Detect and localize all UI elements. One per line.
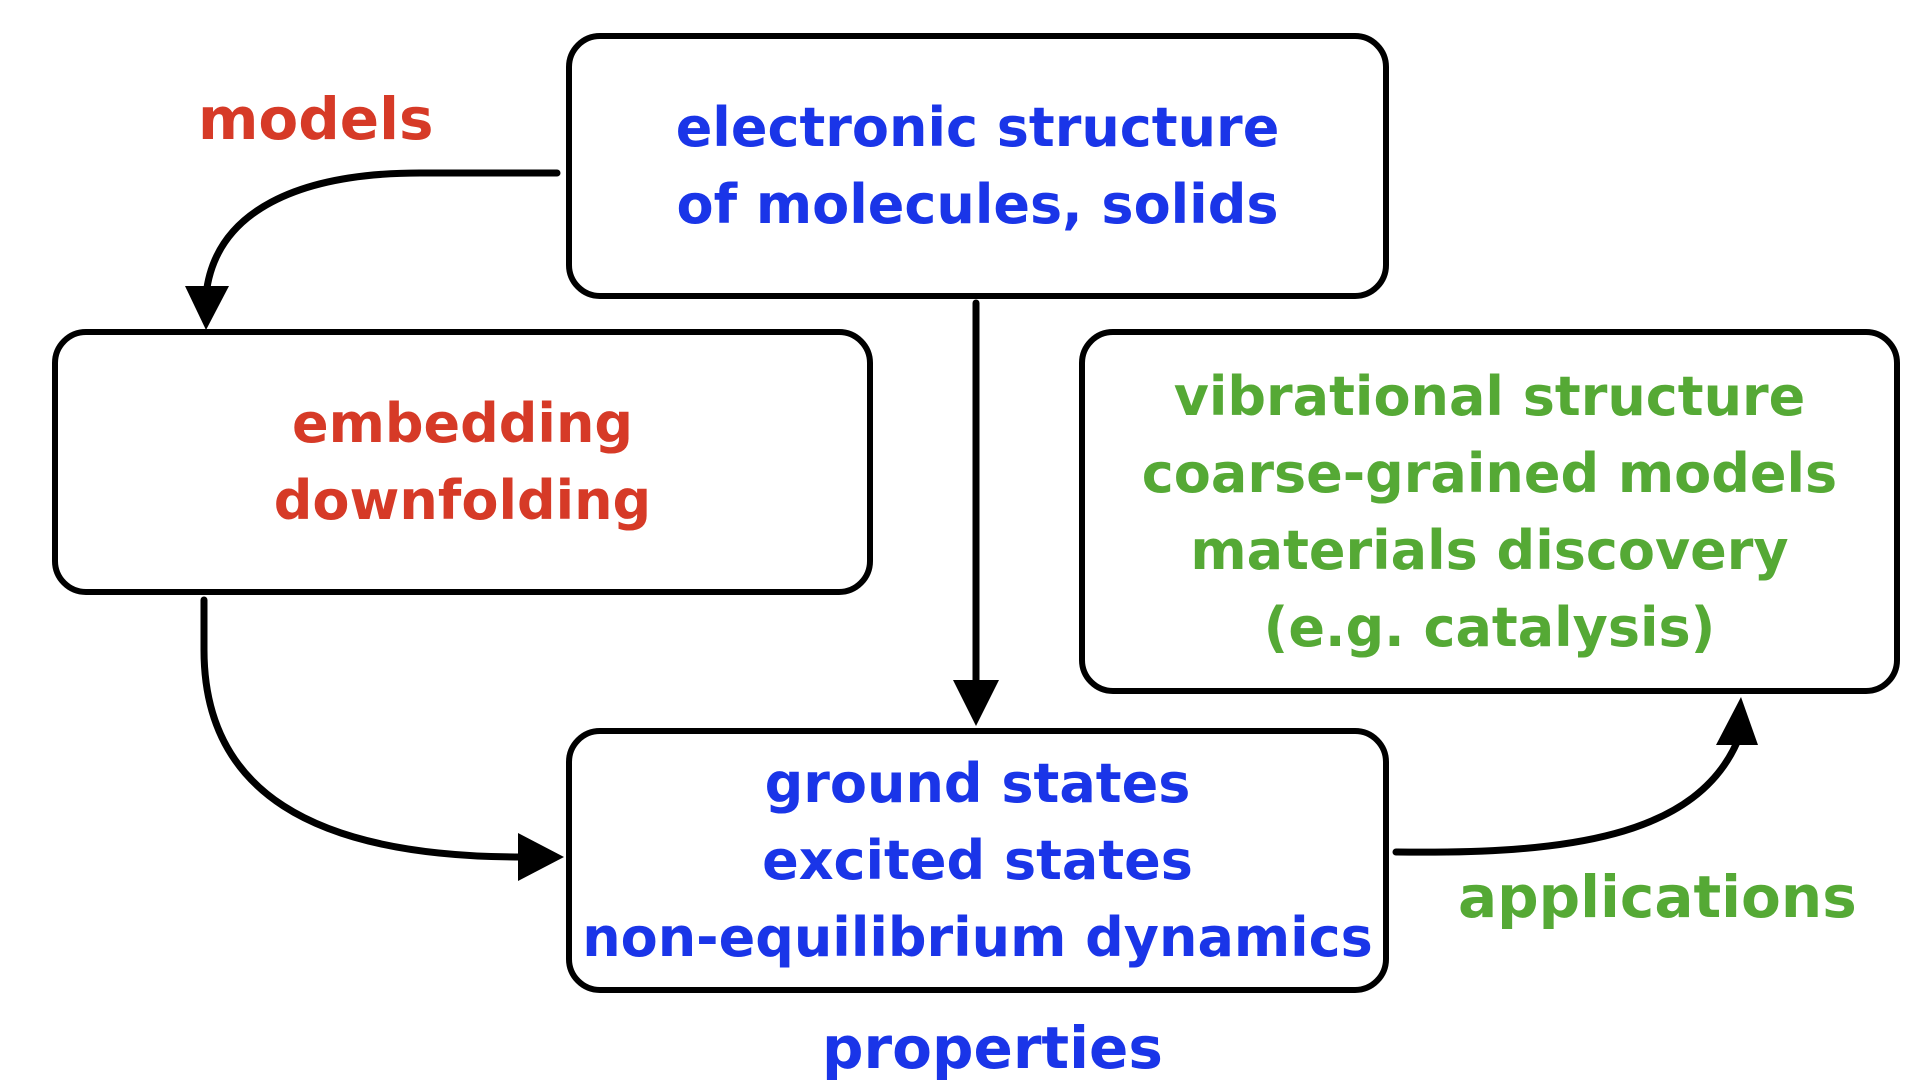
- embedding-line-1: embedding: [291, 392, 634, 455]
- embedding-line-2: downfolding: [273, 469, 652, 532]
- properties-line-1: ground states: [764, 752, 1191, 815]
- applications-label: applications: [1458, 863, 1857, 931]
- properties-box: ground states excited states non-equilib…: [566, 728, 1389, 993]
- properties-line-2: excited states: [762, 829, 1193, 892]
- electronic-structure-line-1: electronic structure: [675, 96, 1280, 159]
- models-label: models: [198, 85, 434, 153]
- applications-box: vibrational structure coarse-grained mod…: [1079, 329, 1900, 694]
- electronic-structure-line-2: of molecules, solids: [676, 173, 1279, 236]
- embedding-box: embedding downfolding: [52, 329, 873, 595]
- properties-label: properties: [822, 1014, 1163, 1082]
- applications-line-1: vibrational structure: [1173, 364, 1806, 428]
- applications-line-4: (e.g. catalysis): [1263, 595, 1716, 659]
- edge-embedding-to-properties: [200, 596, 526, 861]
- edge-electronic-to-embedding: [202, 169, 561, 299]
- electronic-structure-box: electronic structure of molecules, solid…: [566, 33, 1389, 299]
- applications-line-3: materials discovery: [1190, 518, 1789, 582]
- arrowhead-to-embedding: [185, 286, 229, 330]
- arrowhead-to-applications: [1716, 697, 1758, 745]
- arrowhead-to-properties-top: [953, 680, 999, 726]
- properties-line-3: non-equilibrium dynamics: [582, 906, 1373, 969]
- arrowhead-to-properties-left: [518, 833, 564, 881]
- applications-line-2: coarse-grained models: [1141, 441, 1838, 505]
- edge-properties-to-applications: [1392, 731, 1744, 856]
